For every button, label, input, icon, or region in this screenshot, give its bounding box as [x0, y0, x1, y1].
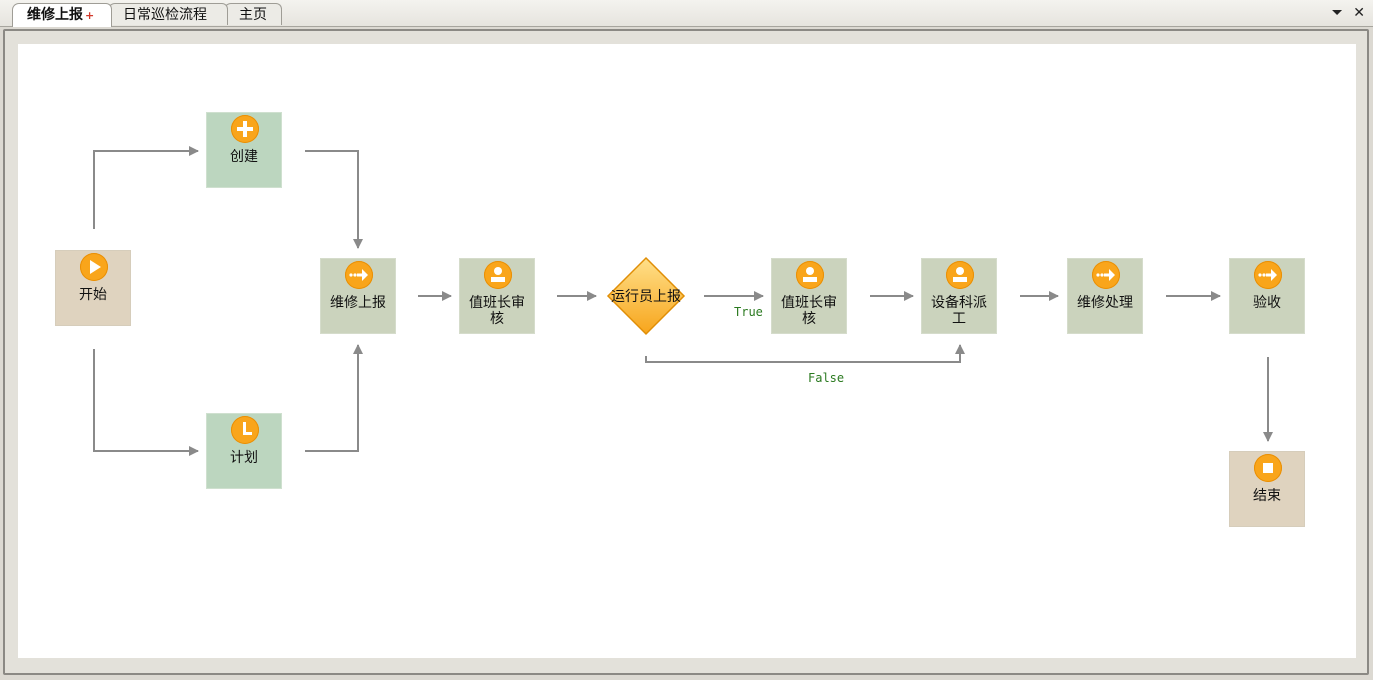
node-plan[interactable]: 计划 [206, 413, 282, 489]
tab-label: 日常巡检流程 [123, 7, 207, 23]
forward-icon [345, 261, 373, 289]
flow-connectors [93, 146, 1273, 456]
decision-diamond [606, 256, 686, 336]
node-create[interactable]: 创建 [206, 112, 282, 188]
tab-repair-report[interactable]: 维修上报+ [12, 3, 112, 27]
close-icon[interactable]: ✕ [1353, 5, 1365, 21]
edge-label-false: False [808, 371, 845, 385]
user-icon [946, 261, 974, 289]
node-end[interactable]: 结束 [1229, 451, 1305, 527]
tab-daily-inspection[interactable]: 日常巡检流程 [108, 3, 228, 25]
node-shift-review-2[interactable]: 值班长审核 [771, 258, 847, 334]
node-operator-report[interactable]: 运行员上报 [611, 289, 681, 305]
node-label: 值班长审核 [781, 295, 837, 327]
tab-label: 维修上报 [27, 7, 83, 23]
node-dispatch[interactable]: 设备科派工 [921, 258, 997, 334]
node-label: 创建 [230, 149, 258, 165]
stop-icon [1254, 454, 1282, 482]
plus-icon [231, 115, 259, 143]
tab-home[interactable]: 主页 [224, 3, 282, 25]
edge-label-true: True [734, 305, 763, 319]
play-icon [80, 253, 108, 281]
forward-icon [1254, 261, 1282, 289]
node-acceptance[interactable]: 验收 [1229, 258, 1305, 334]
node-start[interactable]: 开始 [55, 250, 131, 326]
node-label: 开始 [79, 287, 107, 303]
node-label: 验收 [1253, 295, 1281, 311]
node-repair-process[interactable]: 维修处理 [1067, 258, 1143, 334]
edge-start-create [93, 146, 199, 229]
tab-bar: 主页 日常巡检流程 维修上报+ ⏷ ✕ [0, 0, 1373, 27]
node-repair-report[interactable]: 维修上报 [320, 258, 396, 334]
user-icon [484, 261, 512, 289]
tab-tools: ⏷ ✕ [1326, 5, 1365, 21]
node-label: 计划 [230, 450, 258, 466]
edge-plan-report [305, 344, 363, 452]
modified-indicator: + [85, 9, 95, 22]
node-shift-review[interactable]: 值班长审核 [459, 258, 535, 334]
node-label: 值班长审核 [469, 295, 525, 327]
tab-label: 主页 [239, 7, 267, 23]
node-label: 设备科派工 [931, 295, 987, 327]
clock-icon [231, 416, 259, 444]
edge-start-plan [93, 349, 199, 456]
workflow-canvas: 开始 创建 计划 维修上报 值班长审核 运行员上报 True 值班 [18, 44, 1356, 658]
edge-create-report [305, 150, 363, 249]
forward-icon [1092, 261, 1120, 289]
node-label: 维修处理 [1077, 295, 1133, 311]
user-icon [796, 261, 824, 289]
node-label: 维修上报 [330, 295, 386, 311]
tab-list-icon[interactable]: ⏷ [1331, 5, 1343, 21]
edge-operator-dispatch-false [645, 344, 965, 363]
node-label: 结束 [1253, 488, 1281, 504]
